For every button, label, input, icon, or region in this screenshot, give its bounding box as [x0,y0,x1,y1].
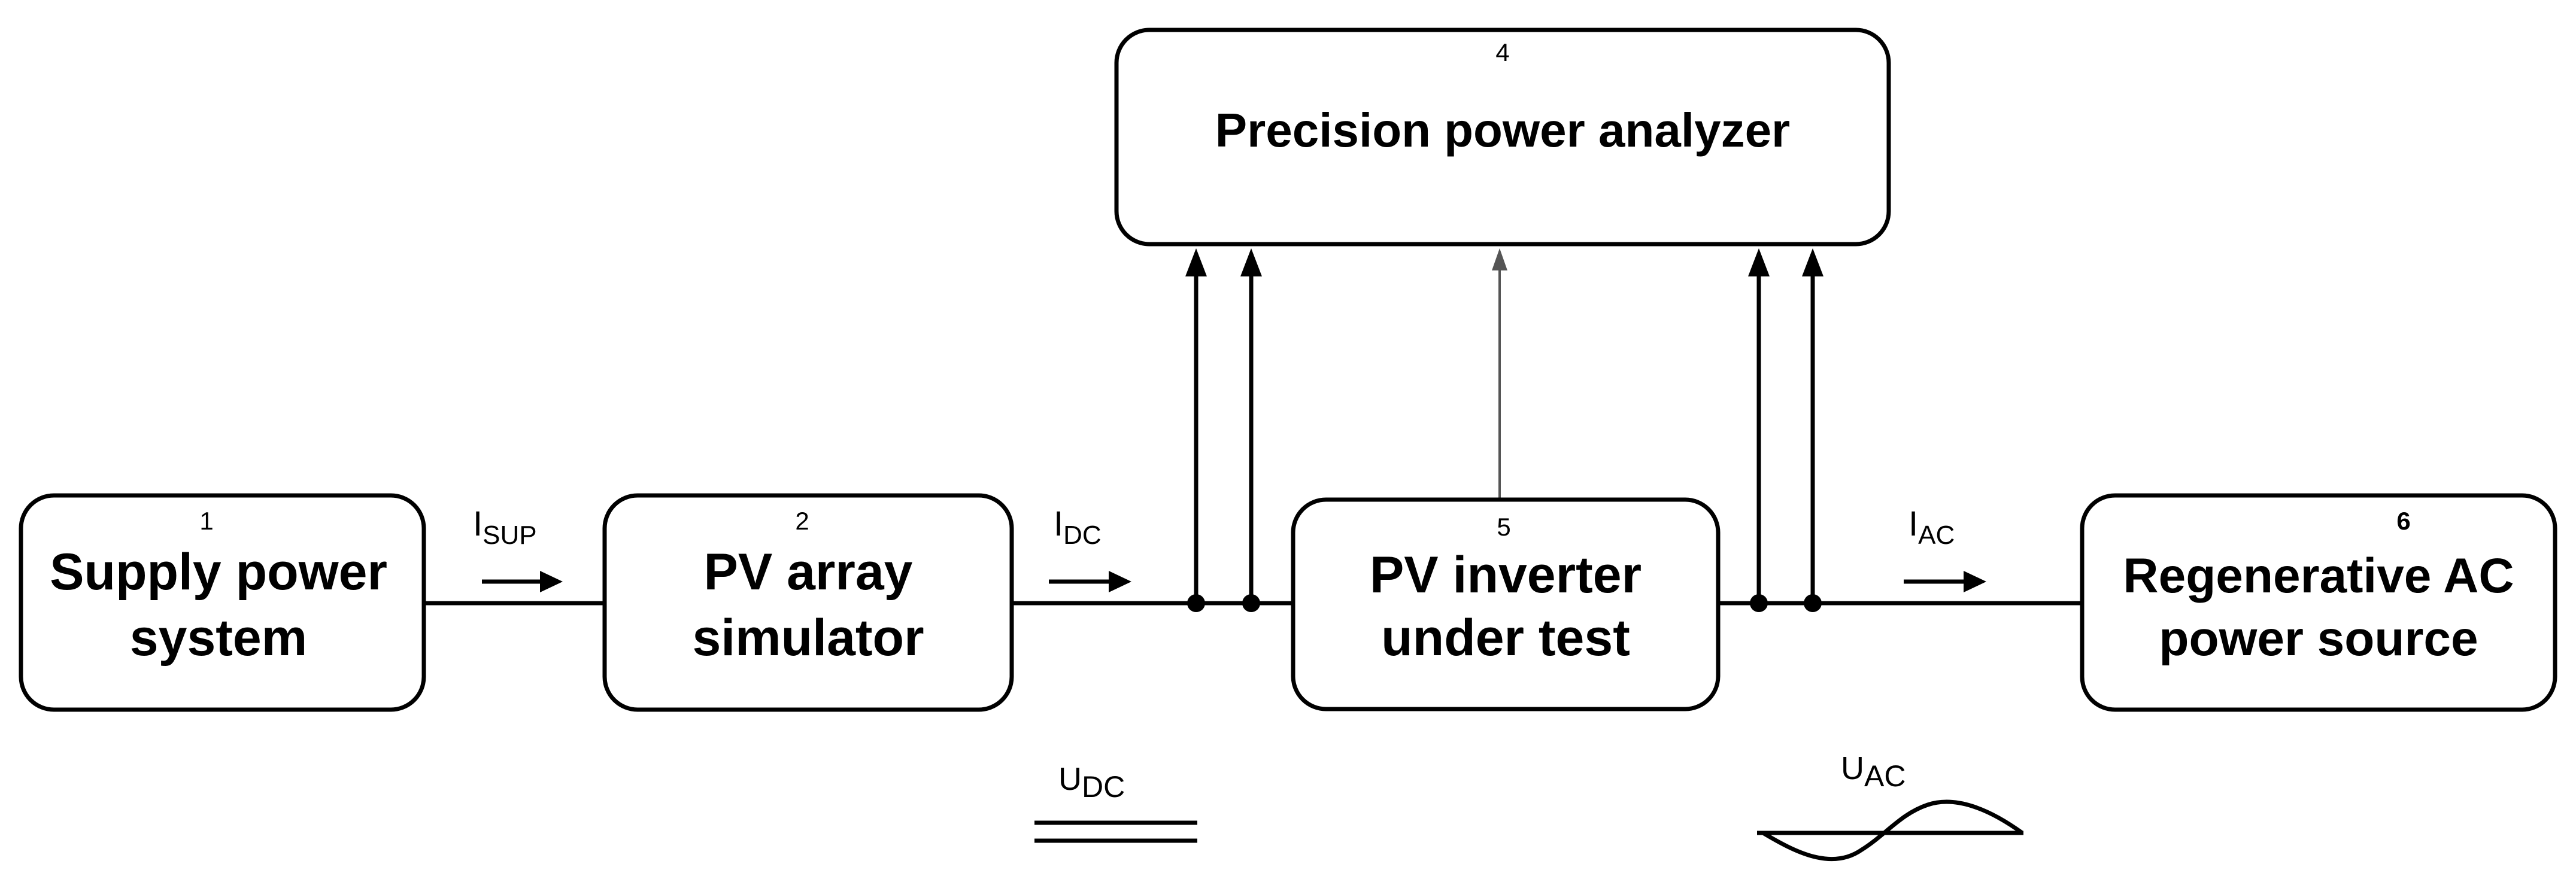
ac-sine-wave-icon [1762,799,2024,862]
arrow-right-icon [1109,571,1131,592]
block-number: 5 [1497,513,1510,541]
junction-dot [1187,594,1205,612]
current-label-i-dc: IDC [1049,504,1131,592]
tap-ac-2-arrowhead [1802,248,1823,276]
block-supply-power-system: 1 Supply power system [19,493,426,712]
block-number: 6 [2396,507,2410,535]
block-label-line1: PV inverter [1370,546,1642,604]
arrow-right-icon [1964,571,1986,592]
block-number: 4 [1495,38,1509,66]
arrow-right-icon [540,571,563,592]
svg-text:IDC: IDC [1054,504,1102,550]
block-pv-inverter-under-test: 5 PV inverter under test [1291,497,1721,711]
svg-text:UAC: UAC [1841,750,1906,793]
block-precision-power-analyzer: 4 Precision power analyzer [1114,28,1891,247]
block-label-line1: Regenerative AC [2123,549,2514,603]
tap-dc-1-arrowhead [1185,248,1207,276]
block-number: 1 [199,507,213,535]
svg-text:ISUP: ISUP [473,504,537,550]
voltage-label-u-dc: UDC [1034,761,1197,843]
block-label-line1: PV array [703,543,912,601]
tap-ac-1-arrowhead [1748,248,1770,276]
svg-text:UDC: UDC [1058,761,1125,804]
svg-text:IAC: IAC [1909,504,1955,550]
block-regenerative-ac-power-source: 6 Regenerative AC power source [2080,493,2557,712]
block-label-line2: simulator [692,609,924,667]
block-label-line2: system [130,609,307,667]
voltage-label-u-ac: UAC [1757,750,2024,862]
block-label-line2: under test [1381,609,1630,667]
block-pv-array-simulator: 2 PV array simulator [602,493,1014,712]
junction-dot [1242,594,1260,612]
signal-arrowhead [1492,248,1507,270]
junction-dot [1804,594,1822,612]
current-label-i-sup: ISUP [473,504,563,592]
block-number: 2 [795,507,809,535]
block-label-line2: power source [2159,612,2478,666]
block-label-line1: Supply power [50,543,387,601]
junction-dot [1750,594,1768,612]
current-label-i-ac: IAC [1904,504,1986,592]
tap-dc-2-arrowhead [1240,248,1262,276]
block-label: Precision power analyzer [1215,104,1790,157]
